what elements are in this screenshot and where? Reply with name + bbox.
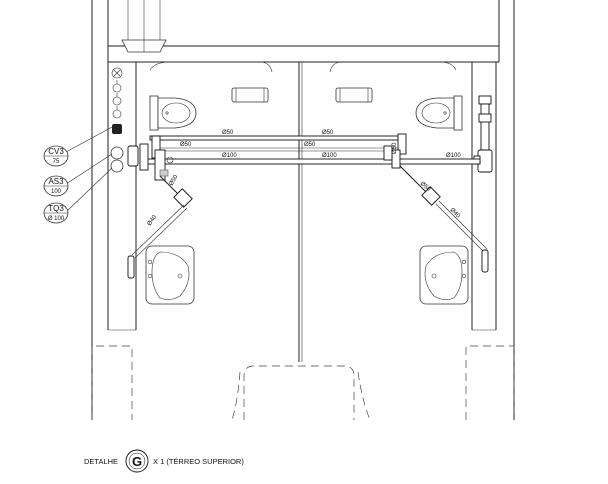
label-diag-left: Ø50 xyxy=(169,174,180,187)
tag-as3-value: 100 xyxy=(51,189,62,195)
tag-cv3-value: 75 xyxy=(53,159,60,165)
tag-as3: AS3 100 xyxy=(43,175,69,197)
label-bottom-left: Ø100 xyxy=(222,153,237,159)
caption-suffix: X 1 (TÉRREO SUPERIOR) xyxy=(153,457,244,466)
tag-as3-code: AS3 xyxy=(48,177,64,186)
label-middle-right: Ø50 xyxy=(304,142,316,148)
label-branch-left: Ø40 xyxy=(147,214,159,227)
diagonal-pipes xyxy=(127,145,489,279)
label-top-left: Ø50 xyxy=(222,130,234,136)
label-bottom-center: Ø100 xyxy=(322,153,337,159)
caption-prefix: DETALHE xyxy=(84,457,118,466)
lower-dashed-outlines xyxy=(91,345,515,421)
tag-cv3: CV3 75 xyxy=(43,145,69,167)
riser-tags: CV3 75 AS3 100 TQ3 Ø 100 xyxy=(43,125,115,224)
sink-left xyxy=(145,245,195,305)
vent-stack xyxy=(121,0,167,53)
label-branch-right: Ø40 xyxy=(449,207,462,220)
label-top-right: Ø50 xyxy=(322,130,334,136)
toilet-left xyxy=(149,95,197,131)
label-middle-left: Ø50 xyxy=(180,142,192,148)
toilet-right xyxy=(415,95,463,131)
tag-cv3-code: CV3 xyxy=(48,147,64,156)
tag-tq3-value: Ø 100 xyxy=(48,216,65,222)
label-riser-right: Ø50 xyxy=(392,142,398,154)
sink-right xyxy=(419,245,469,305)
tag-tq3-code: TQ3 xyxy=(48,204,64,213)
detail-letter: G xyxy=(132,454,142,469)
pipe-labels: Ø50 Ø50 Ø50 Ø50 Ø100 Ø100 Ø100 Ø50 Ø50 Ø… xyxy=(147,130,462,227)
detail-caption: DETALHE G X 1 (TÉRREO SUPERIOR) xyxy=(84,449,244,473)
label-bottom-right: Ø100 xyxy=(446,153,461,159)
tag-tq3: TQ3 Ø 100 xyxy=(43,202,69,224)
top-fixtures xyxy=(149,61,457,103)
main-pipes xyxy=(127,133,481,181)
left-shaft-symbols xyxy=(110,67,124,173)
